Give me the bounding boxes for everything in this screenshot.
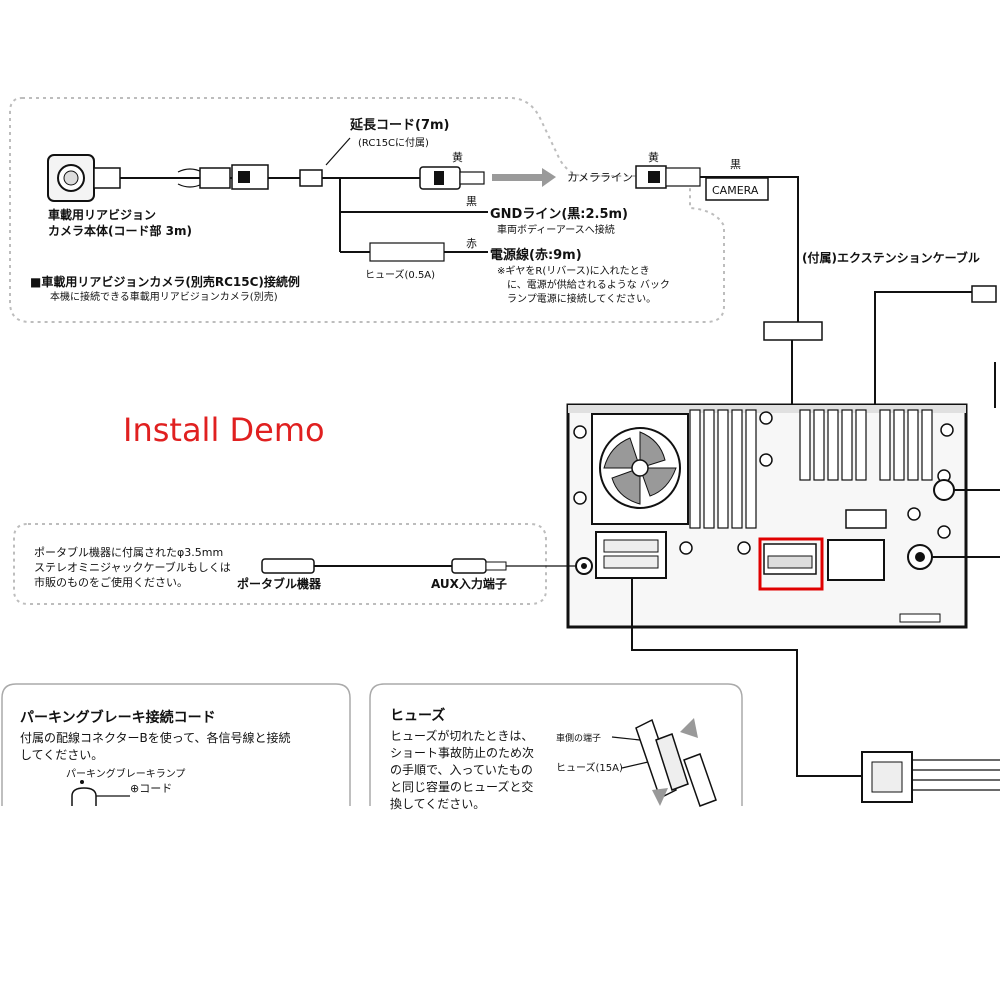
- highlight-box: [758, 537, 824, 591]
- wiring-harness-plug: [861, 751, 1000, 803]
- camera-body-label-2: カメラ本体(コード部 3m): [48, 223, 192, 238]
- red-label: 赤: [466, 237, 477, 250]
- parking-brake-title: パーキングブレーキ接続コード: [20, 709, 216, 726]
- stereo-mini-cable: [261, 558, 576, 574]
- extension-cable-connector: [763, 321, 823, 341]
- positive-cord-label: ⊕コード: [130, 782, 172, 795]
- camera-section-border: [9, 97, 725, 323]
- head-unit-rear: [566, 403, 968, 629]
- camera-line-arrow: [492, 168, 556, 187]
- parking-brake-box: [1, 683, 351, 806]
- cooling-fan: [591, 413, 689, 525]
- aux-section-border: [13, 523, 547, 605]
- connection-example-title: ■車載用リアビジョンカメラ(別売RC15C)接続例: [30, 274, 300, 289]
- portable-device-label: ポータブル機器: [237, 576, 322, 591]
- camera-connector: [705, 177, 769, 201]
- extension-cord-label: 延長コード(7m): [349, 117, 449, 133]
- camera-line-wire: [700, 176, 799, 322]
- fuse-line-1: ヒューズが切れたときは、: [390, 728, 533, 743]
- camera-line-label: カメラライン: [567, 171, 633, 184]
- parking-brake-line-2: してください。: [20, 748, 103, 762]
- power-label: 電源線(赤:9m): [490, 247, 582, 263]
- antenna-plug: [971, 285, 997, 303]
- fuse-replace-illustration: [611, 718, 717, 807]
- highlighted-connector: [758, 537, 824, 591]
- camera-plug: [199, 167, 231, 189]
- fuse-label: ヒューズ(0.5A): [365, 268, 435, 281]
- aux-note-3: 市販のものをご使用ください。: [34, 575, 188, 589]
- fuse-box: [369, 683, 743, 806]
- sub-connector: [827, 539, 885, 581]
- gnd-note: 車両ボディーアースへ接続: [497, 223, 615, 236]
- camera-connector-label: CAMERA: [712, 184, 759, 197]
- fuse-line-3: の手順で、入っていたもの: [390, 763, 533, 777]
- rear-camera-body: [47, 154, 121, 202]
- fuse-line-4: と同じ容量のヒューズと交: [390, 779, 533, 794]
- antenna-jack: [933, 479, 955, 501]
- connection-example-note: 本機に接続できる車載用リアビジョンカメラ(別売): [50, 290, 278, 303]
- car-terminal-label: 車側の端子: [556, 732, 601, 744]
- black-label-2: 黒: [730, 158, 741, 171]
- antenna-cable: [874, 291, 979, 410]
- gnd-label: GNDライン(黒:2.5m): [490, 206, 628, 222]
- yellow-label-1: 黄: [452, 150, 463, 164]
- camera-body-label-1: 車載用リアビジョン: [48, 207, 156, 222]
- mounting-screws: [573, 411, 954, 555]
- camera-rca-jack: [635, 165, 701, 189]
- page-title: Install Demo: [123, 411, 325, 449]
- power-note-1: ※ギヤをR(リバース)に入れたとき: [497, 265, 650, 277]
- power-note-3: ランプ電源に接続してください。: [507, 292, 656, 305]
- antenna-socket: [845, 509, 887, 529]
- parking-brake-line-1: 付属の配線コネクターBを使って、各信号線と接続: [20, 730, 291, 745]
- fuse-line-5: 換してください。: [390, 797, 485, 811]
- yellow-label-2: 黄: [648, 150, 659, 164]
- black-label-1: 黒: [466, 195, 477, 208]
- aux-note-2: ステレオミニジャックケーブルもしくは: [34, 560, 231, 574]
- aux-note-1: ポータブル機器に付属されたφ3.5mm: [34, 545, 223, 559]
- harness-cable: [631, 578, 862, 777]
- parking-lamp-label: パーキングブレーキランプ: [66, 767, 185, 780]
- extension-cord-note: (RC15Cに付属): [358, 136, 429, 149]
- fuse-rating-label: ヒューズ(15A): [556, 761, 623, 774]
- aux-input-label: AUX入力端子: [431, 576, 507, 591]
- fuse-line-2: ショート事故防止のため次: [390, 745, 534, 760]
- parking-lamp-icon: [71, 780, 130, 806]
- yellow-rca-plug: [419, 166, 485, 190]
- extension-cord-leader: [325, 137, 351, 166]
- extension-cable-label: (付属)エクステンションケーブル: [802, 250, 980, 265]
- heatsink-fins: [689, 409, 933, 529]
- fuse-holder: [369, 242, 445, 262]
- fuse-title: ヒューズ: [390, 707, 445, 724]
- power-note-2: に、電源が供給されるような バック: [507, 278, 670, 291]
- main-harness-connector: [595, 531, 667, 579]
